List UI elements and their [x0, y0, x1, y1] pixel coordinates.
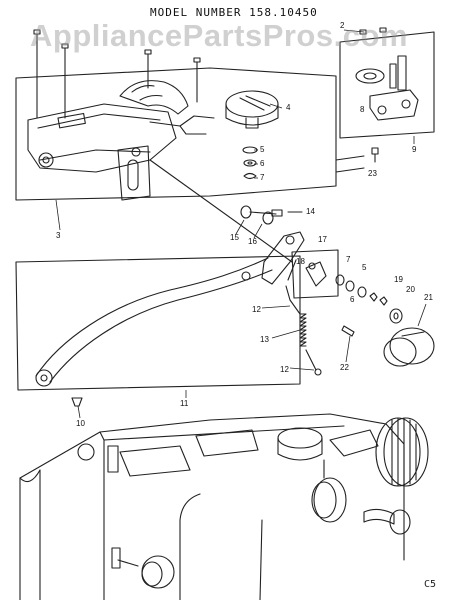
cam-stack-housing: [27, 80, 215, 173]
washers-stack-lower: [335, 274, 403, 324]
callout-5: 5: [260, 145, 265, 154]
right-detail-box: [339, 27, 435, 139]
callout-23: 23: [368, 169, 377, 178]
model-number-title: MODEL NUMBER 158.10450: [150, 6, 318, 19]
hand-wheel: [375, 417, 429, 487]
callout-22: 22: [340, 363, 349, 372]
screw-10: [71, 397, 83, 407]
front-knobs: [111, 459, 411, 589]
screw-23-leaders: [335, 147, 379, 173]
control-knob-21: [383, 327, 435, 367]
lever-arm: [35, 257, 273, 387]
tension-spring: [285, 259, 322, 376]
callout-18: 18: [296, 257, 305, 266]
callout-11: 11: [180, 399, 189, 408]
callout-7: 7: [260, 173, 265, 182]
washers-stack-upper: [242, 146, 258, 180]
callout-13: 13: [260, 335, 269, 344]
upper-assembly-box: [15, 67, 337, 201]
callout-leaders: [55, 29, 427, 419]
callout-7b: 7: [346, 255, 351, 264]
callout-15: 15: [230, 233, 239, 242]
slotted-bracket: [117, 145, 151, 201]
callout-6b: 6: [350, 295, 355, 304]
callout-12: 12: [252, 305, 261, 314]
pattern-dial: [225, 90, 279, 129]
callout-16: 16: [248, 237, 257, 246]
sheet-code: C5: [423, 579, 436, 590]
callout-10: 10: [76, 419, 85, 428]
machine-body: [19, 413, 405, 601]
callout-2: 2: [340, 21, 345, 30]
leader-bracket-to-link: [149, 159, 293, 263]
small-bracket-box: [291, 249, 339, 299]
callout-14: 14: [306, 207, 315, 216]
callout-9: 9: [412, 145, 417, 154]
watermark: AppliancePartsPros.com: [30, 18, 408, 53]
callout-12b: 12: [280, 365, 289, 374]
callout-19: 19: [394, 275, 403, 284]
callout-6: 6: [260, 159, 265, 168]
top-screws: [33, 29, 201, 119]
pin-22: [341, 325, 355, 337]
callout-5b: 5: [362, 263, 367, 272]
callout-21: 21: [424, 293, 433, 302]
callout-17: 17: [318, 235, 327, 244]
callout-3: 3: [56, 231, 61, 240]
callout-4: 4: [286, 103, 291, 112]
callout-20: 20: [406, 285, 415, 294]
callout-8: 8: [360, 105, 365, 114]
callout-labels: 2 3 4 5 6 7 8 9 23 14 15 16 17 18 7 5 6 …: [56, 21, 433, 428]
lower-assembly-box: [15, 255, 301, 391]
